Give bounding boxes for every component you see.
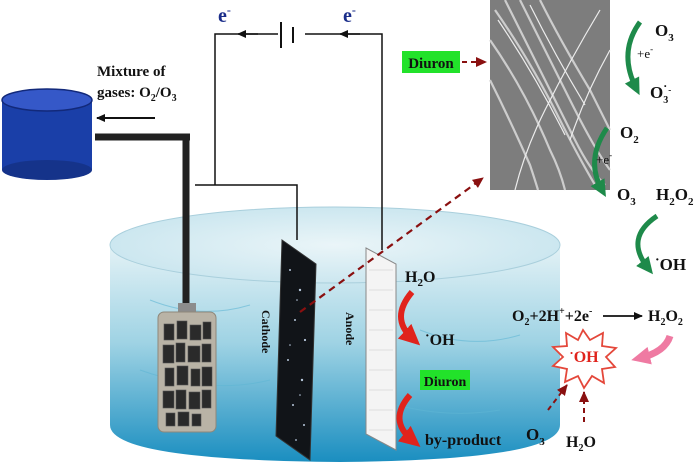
sem-image	[489, 0, 611, 191]
sem-hydroxyl-formula: ·OH	[655, 253, 686, 274]
peroxide-to-oh-arrow	[631, 334, 674, 365]
sem-diuron-badge	[402, 51, 460, 73]
cathode-water-formula: H2O	[566, 434, 596, 454]
reactor-tank	[109, 206, 561, 462]
gas-label-line2: gases: O2/O3	[97, 85, 177, 104]
gas-tank	[1, 88, 93, 180]
cathode-to-sem-arrow	[299, 177, 484, 313]
ozone-reduction-arrow	[624, 20, 643, 96]
anode-label: Anode	[343, 312, 357, 346]
ceramic-diffuser	[157, 303, 217, 433]
cathode-label: Cathode	[259, 310, 273, 354]
gas-label-line1: Mixture of	[97, 64, 166, 80]
anode-oh-arrow	[397, 290, 421, 346]
gas-pipe	[95, 133, 190, 305]
ozone-formula: O3	[655, 21, 674, 44]
electron-label-right: e-	[343, 3, 356, 27]
oxygen-reduction-arrow	[590, 126, 610, 197]
hydroxyl-burst-icon	[550, 328, 619, 390]
peroxide-arrow	[635, 213, 659, 275]
electron-add-1: +e-	[637, 44, 653, 61]
anode-diuron-label: Diuron	[424, 375, 467, 390]
anode-diuron-badge	[420, 370, 470, 390]
ozonide-formula: O·3-	[650, 79, 671, 106]
anode-electrode	[365, 247, 397, 451]
battery-icon	[280, 22, 294, 48]
anode-water-formula: H2O	[405, 269, 435, 289]
oxygen-formula: O2	[620, 123, 639, 146]
cathode-reaction-rhs: H2O2	[648, 308, 683, 328]
cathode-reaction-lhs: O2+2H++2e-	[512, 306, 592, 328]
sem-diuron-label: Diuron	[408, 56, 454, 72]
anode-hydroxyl-formula: ·OH	[425, 329, 455, 349]
electron-add-2: +e-	[596, 150, 612, 167]
anode-byproduct-arrow	[396, 393, 421, 448]
peroxide-formula: H2O2	[656, 185, 694, 208]
ozone-formula-2: O3	[617, 185, 636, 208]
burst-hydroxyl-formula: ·OH	[569, 345, 599, 366]
electron-label-left: e-	[218, 3, 231, 27]
cathode-electrode	[275, 239, 317, 461]
anode-byproduct-label: by-product	[425, 432, 502, 449]
cathode-ozone-formula: O3	[526, 425, 545, 448]
